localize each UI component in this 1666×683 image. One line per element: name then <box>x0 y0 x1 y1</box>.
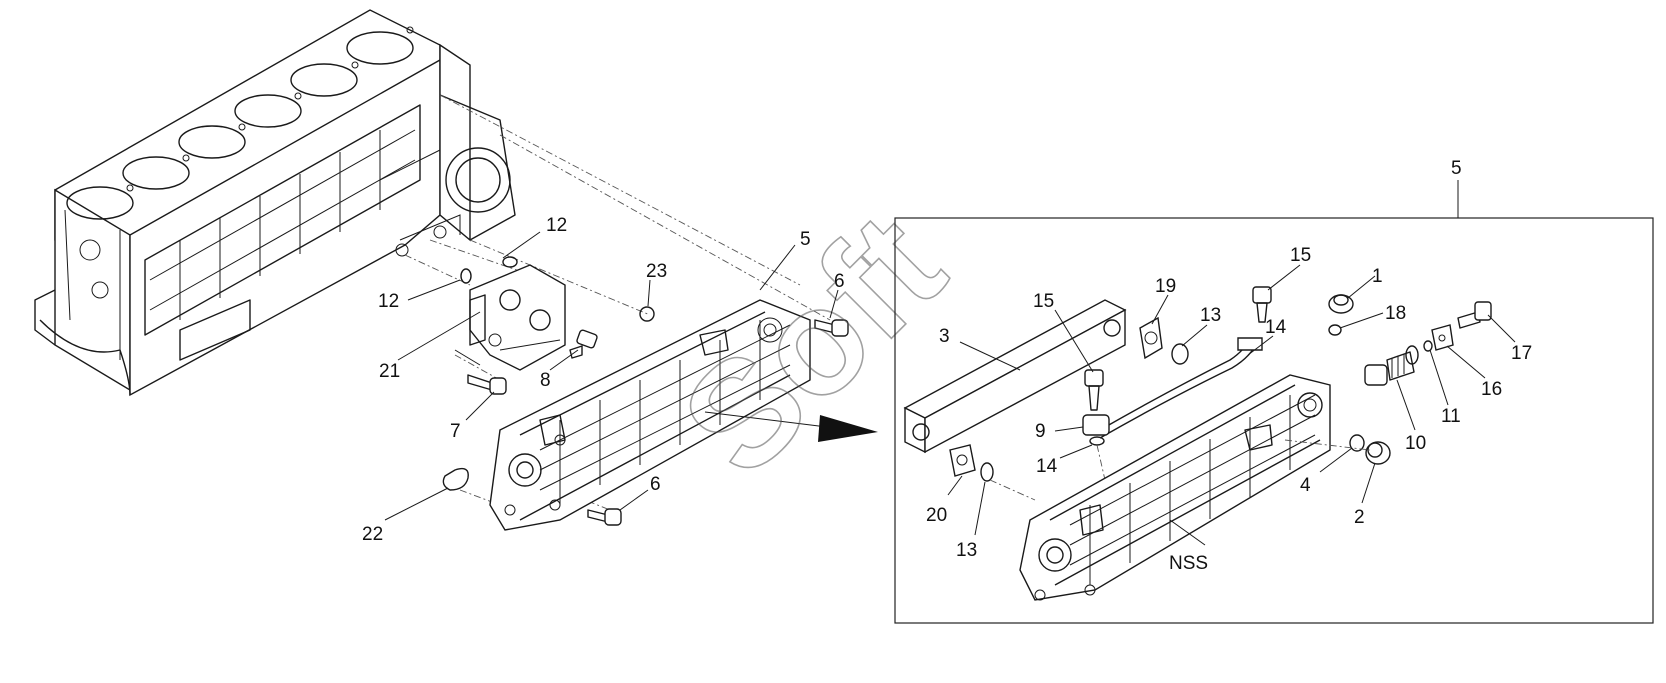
callout-7: 7 <box>450 421 461 442</box>
o-ring-13a <box>1171 343 1189 365</box>
callout-13-upper: 13 <box>1200 305 1221 326</box>
bolt-15b <box>1084 369 1104 411</box>
callout-5-detail: 5 <box>1451 158 1462 179</box>
callout-23: 23 <box>646 261 667 282</box>
leader-lines <box>384 231 1516 546</box>
o-ring-12b <box>502 256 518 268</box>
callout-9: 9 <box>1035 421 1046 442</box>
oil-cooler-assembly-left <box>489 299 811 531</box>
o-ring-12a <box>460 268 472 284</box>
callout-15-upper: 15 <box>1290 245 1311 266</box>
engine-block <box>34 9 516 397</box>
thermostat-valve-10 <box>1364 345 1419 386</box>
gasket-align-line <box>989 479 1036 501</box>
o-ring-13b <box>980 462 994 482</box>
plug-1 <box>1328 294 1354 314</box>
callout-13-lower: 13 <box>956 540 977 561</box>
seal-11 <box>1423 340 1433 352</box>
filter-head-21 <box>454 264 566 371</box>
callout-12-upper: 12 <box>546 215 567 236</box>
callout-14-upper: 14 <box>1265 317 1287 338</box>
callout-14-lower: 14 <box>1036 456 1058 477</box>
cooler-housing-nss <box>1019 374 1331 601</box>
callout-8: 8 <box>540 370 551 391</box>
washer-4 <box>1349 434 1365 452</box>
callout-16: 16 <box>1481 379 1502 400</box>
callout-10: 10 <box>1405 433 1426 454</box>
callout-11: 11 <box>1441 406 1461 427</box>
cooler-element-3 <box>903 299 1127 454</box>
bolt-6b <box>587 508 622 526</box>
callout-17: 17 <box>1511 343 1532 364</box>
callout-21: 21 <box>379 361 400 382</box>
oil-tube-14 <box>1099 337 1263 439</box>
callout-1: 1 <box>1372 266 1383 287</box>
callout-nss: NSS <box>1169 553 1208 574</box>
callout-4: 4 <box>1300 475 1311 496</box>
gasket-19 <box>1139 316 1163 360</box>
bolt-17 <box>1457 301 1492 329</box>
callout-18: 18 <box>1385 303 1406 324</box>
callout-15-lower: 15 <box>1033 291 1054 312</box>
callout-6-upper: 6 <box>834 271 845 292</box>
bolt-6a <box>814 319 849 337</box>
o-ring-14 <box>1089 436 1105 446</box>
o-ring-18 <box>1328 324 1342 336</box>
callout-12-lower: 12 <box>378 291 399 312</box>
callout-2: 2 <box>1354 507 1365 528</box>
plug-2 <box>1365 441 1391 465</box>
banjo-fitting-9 <box>1082 414 1110 436</box>
o-ring-23 <box>639 306 655 322</box>
callout-19: 19 <box>1155 276 1176 297</box>
callout-6-lower: 6 <box>650 474 661 495</box>
watermark-text: Soft <box>650 182 975 507</box>
callout-5-left: 5 <box>800 229 811 250</box>
plug-align-line <box>1284 439 1371 451</box>
detail-arrow <box>704 411 878 442</box>
detail-frame <box>894 217 1654 624</box>
callout-3: 3 <box>939 326 950 347</box>
bolt-15a <box>1252 286 1272 323</box>
gasket-20 <box>949 444 976 477</box>
tube-align-line <box>1096 444 1106 481</box>
bolt-7 <box>467 374 507 395</box>
sensor-16 <box>1431 324 1454 351</box>
callout-20: 20 <box>926 505 947 526</box>
gasket-22 <box>442 467 469 491</box>
callout-22: 22 <box>362 524 383 545</box>
bolt-8 <box>569 329 598 359</box>
